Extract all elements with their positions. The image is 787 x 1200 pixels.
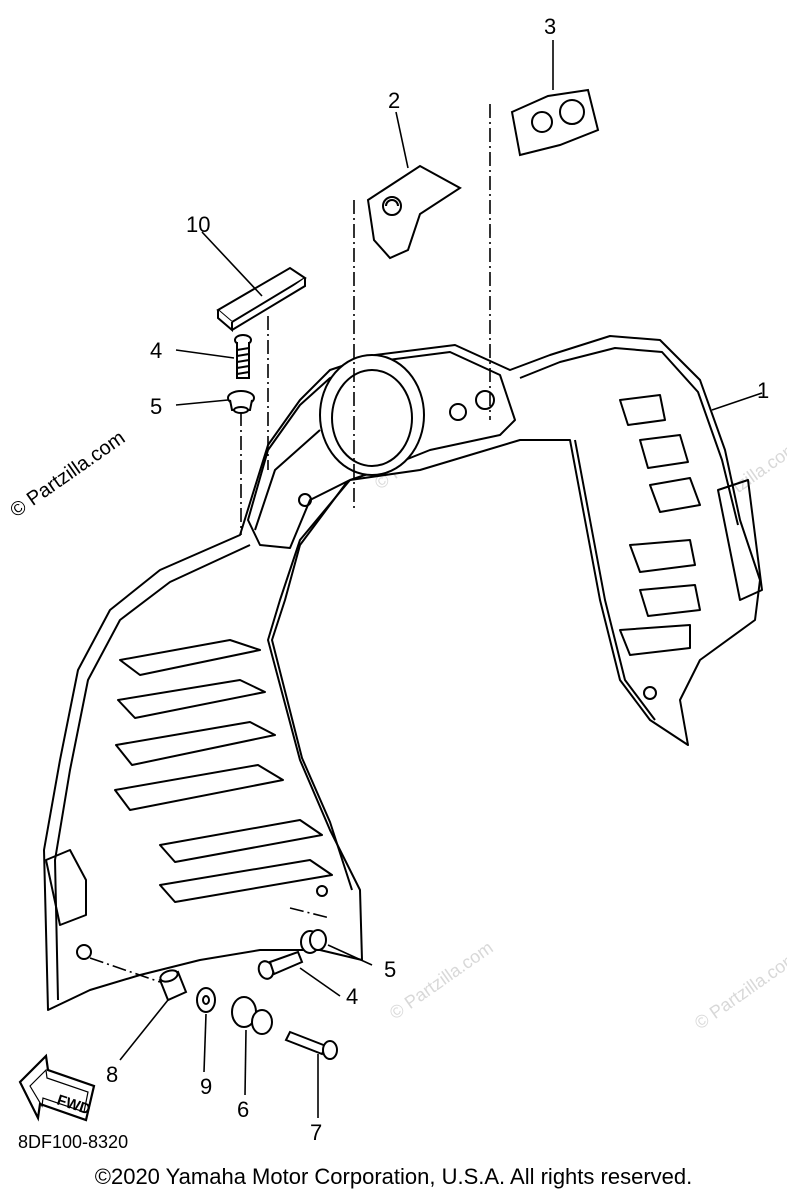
bolt-part-7 xyxy=(284,1030,338,1060)
bolt-part-4-bottom xyxy=(257,950,304,980)
part-code: 8DF100-8320 xyxy=(18,1132,129,1152)
cover-part-1 xyxy=(43,335,763,1011)
collar-part-8 xyxy=(158,969,188,1002)
callout-4-top: 4 xyxy=(150,338,162,363)
grommet-part-6 xyxy=(231,996,273,1035)
callout-5-bottom: 5 xyxy=(384,957,396,982)
grommet-part-5-top xyxy=(227,390,255,414)
callout-7: 7 xyxy=(310,1120,322,1145)
grommet-part-5-bottom xyxy=(300,929,327,954)
callout-2: 2 xyxy=(388,88,400,113)
leader-lines xyxy=(119,40,763,1118)
callout-4-bottom: 4 xyxy=(346,984,358,1009)
callout-1: 1 xyxy=(757,378,769,403)
watermark-faint: © Partzilla.com xyxy=(386,937,497,1023)
callout-6: 6 xyxy=(237,1097,249,1122)
callout-9: 9 xyxy=(200,1074,212,1099)
watermark-main: © Partzilla.com xyxy=(6,427,129,522)
callout-8: 8 xyxy=(106,1062,118,1087)
grommet-plate-part-3 xyxy=(510,88,600,157)
callout-10: 10 xyxy=(186,212,210,237)
bracket-part-2 xyxy=(366,164,462,260)
copyright-notice: ©2020 Yamaha Motor Corporation, U.S.A. A… xyxy=(94,1164,693,1189)
strip-part-10 xyxy=(216,266,307,333)
washer-part-9 xyxy=(196,987,216,1013)
bolt-part-4-top xyxy=(234,334,252,379)
callout-3: 3 xyxy=(544,14,556,39)
callout-5-top: 5 xyxy=(150,394,162,419)
fwd-arrow-icon: FWD xyxy=(18,1053,96,1122)
watermark-faint: © Partzilla.com xyxy=(691,947,787,1033)
assembly-lines xyxy=(89,104,491,983)
